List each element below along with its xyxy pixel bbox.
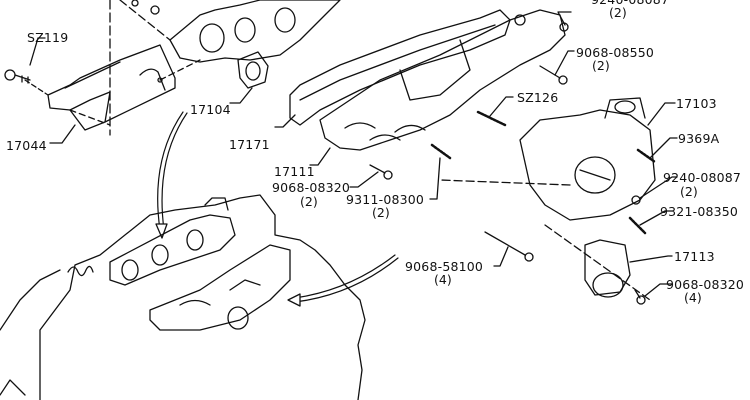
callout-9068-08320-a: 9068-08320 — [272, 180, 351, 195]
callout-9240-08087-qty: (2) — [680, 184, 698, 199]
callout-sz119: SZ119 — [27, 30, 69, 45]
callout-9068-58100: 9068-58100 — [405, 259, 484, 274]
intake-arrow — [294, 254, 396, 299]
exhaust-manifold — [169, 0, 341, 63]
exhaust-arrow — [157, 111, 184, 231]
stud-9321-08350 — [628, 216, 647, 235]
stud-sz126 — [476, 110, 507, 127]
callout-17111: 17111 — [274, 164, 315, 179]
heat-shield — [47, 44, 176, 131]
intake-arrow-inner — [294, 257, 399, 303]
intake-manifold-assembled — [149, 244, 291, 331]
callout-9311-08300: 9311-08300 — [346, 192, 425, 207]
callout-9240-08087-top: 9240-08087 — [591, 0, 669, 6]
stud-9311-08300 — [430, 143, 452, 160]
gasket-17171 — [289, 9, 511, 126]
dash-line-shield — [69, 59, 201, 126]
callout-9321-08350: 9321-08350 — [660, 204, 739, 219]
callout-9068-08320-a-qty: (2) — [300, 194, 318, 209]
bolt-9068-08550 — [539, 65, 561, 79]
callout-9068-08550-qty: (2) — [592, 58, 610, 73]
callout-9311-08300-qty: (2) — [372, 205, 390, 220]
sz119-washer — [4, 69, 16, 81]
exhaust-arrowhead — [155, 223, 168, 239]
callout-17103: 17103 — [676, 96, 717, 111]
callout-9068-08320-b-qty: (4) — [684, 290, 702, 305]
stud-9369a — [636, 148, 657, 164]
callout-9369a: 9369A — [678, 131, 720, 146]
intake-arrowhead — [287, 293, 301, 307]
exhaust-arrow-inner — [161, 112, 188, 231]
callout-17113: 17113 — [674, 249, 715, 264]
callout-9068-58100-qty: (4) — [434, 272, 452, 287]
callout-9240-08087: 9240-08087 — [663, 170, 742, 185]
engine-squiggle — [67, 265, 94, 277]
bolt-9068-08320 — [369, 164, 386, 174]
callout-sz126: SZ126 — [517, 90, 559, 105]
bolt-9068-58100 — [484, 231, 526, 256]
gasket-17104 — [237, 51, 269, 89]
exhaust-manifold-assembled — [109, 214, 236, 286]
engine-block-outline — [39, 194, 366, 400]
intake-manifold — [319, 9, 566, 151]
callout-9240-08087-top-qty: (2) — [609, 5, 627, 20]
adapter-17113 — [584, 239, 631, 296]
engine-block-edge — [0, 269, 61, 396]
callout-17104: 17104 — [190, 102, 231, 117]
nut-9240-08087 — [631, 195, 641, 205]
callout-9068-08550: 9068-08550 — [576, 45, 655, 60]
callout-17171: 17171 — [229, 137, 270, 152]
throttle-body-17103 — [519, 109, 656, 221]
callout-17044: 17044 — [6, 138, 47, 153]
callout-9068-08320-b: 9068-08320 — [666, 277, 745, 292]
